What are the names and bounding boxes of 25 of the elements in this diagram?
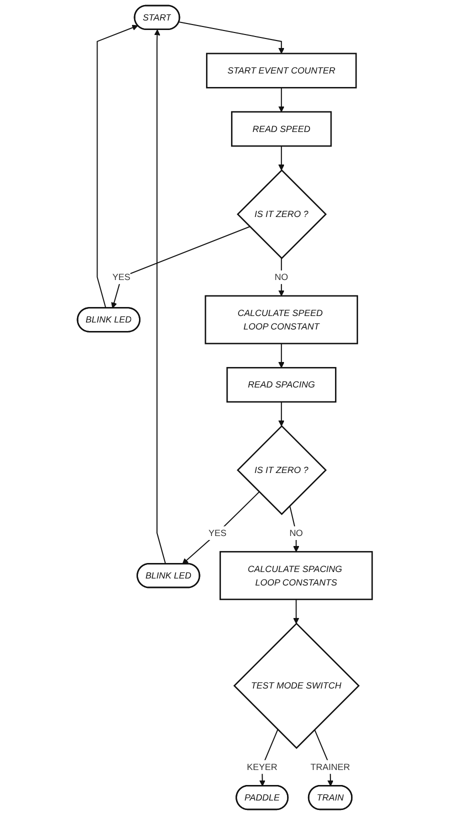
arrow (278, 146, 285, 170)
node-box: READ SPACING (226, 367, 337, 403)
arrow (179, 21, 285, 54)
arrow (182, 492, 260, 564)
node-box: CALCULATE SPEED LOOP CONSTANT (204, 295, 358, 344)
arrow (278, 88, 285, 112)
arrow (289, 506, 300, 552)
arrow (278, 344, 285, 368)
edge-label: YES (112, 272, 131, 282)
arrow (293, 599, 300, 624)
edge-label: NO (274, 272, 288, 282)
edge-label: TRAINER (310, 761, 350, 772)
node-diamond: IS IT ZERO ? (236, 425, 327, 516)
edge-label: YES (208, 528, 227, 538)
arrow (278, 402, 285, 426)
node-diamond: IS IT ZERO ? (236, 169, 327, 260)
arrow (154, 29, 166, 564)
edge-label: NO (290, 528, 304, 538)
edge-label: KEYER (247, 761, 278, 772)
arrow (111, 226, 250, 308)
node-box: CALCULATE SPACING LOOP CONSTANTS (220, 551, 373, 600)
arrow (96, 24, 138, 308)
node-box: READ SPEED (231, 111, 332, 147)
node-diamond: TEST MODE SWITCH (234, 622, 360, 749)
node-box: START EVENT COUNTER (206, 52, 357, 88)
